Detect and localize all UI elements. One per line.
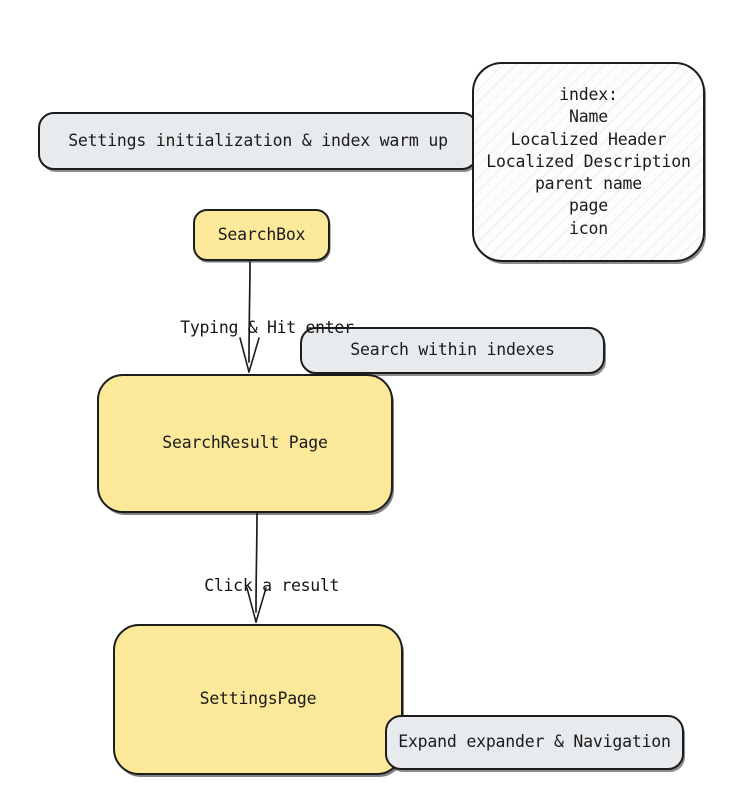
node-search-result-page-label: SearchResult Page [162, 433, 328, 453]
index-schema-line-3: Localized Description [486, 151, 691, 171]
note-expand-expander-navigation[interactable]: Expand expander & Navigation [385, 715, 684, 770]
node-settings-page[interactable]: SettingsPage [113, 624, 403, 775]
index-schema-line-0: index: [559, 85, 618, 105]
note-settings-initialization-label: Settings initialization & index warm up [68, 130, 448, 150]
node-settings-page-label: SettingsPage [199, 689, 317, 709]
note-search-within-indexes-label: Search within indexes [350, 340, 555, 360]
index-schema-line-5: page [569, 196, 608, 216]
edge-typing-and-hit-enter [239, 261, 260, 373]
note-search-within-indexes[interactable]: Search within indexes [300, 327, 605, 374]
index-schema-line-6: icon [569, 218, 608, 238]
note-expand-expander-navigation-label: Expand expander & Navigation [398, 732, 671, 752]
edge-label-click-a-result: Click a result [204, 576, 340, 595]
node-search-box[interactable]: SearchBox [193, 209, 330, 261]
note-index-schema[interactable]: index: Name Localized Header Localized D… [472, 62, 705, 262]
index-schema-line-4: parent name [534, 174, 643, 194]
node-search-box-label: SearchBox [217, 224, 306, 244]
index-schema-line-2: Localized Header [510, 129, 667, 149]
edge-label-typing-and-hit-enter: Typing & Hit enter [180, 318, 354, 337]
node-search-result-page[interactable]: SearchResult Page [97, 374, 393, 513]
note-settings-initialization[interactable]: Settings initialization & index warm up [38, 112, 478, 170]
index-schema-line-1: Name [569, 107, 608, 127]
edge-click-a-result [246, 512, 267, 623]
